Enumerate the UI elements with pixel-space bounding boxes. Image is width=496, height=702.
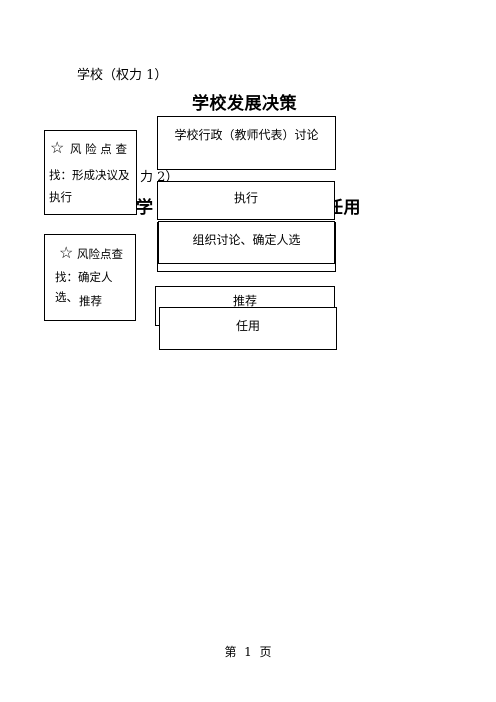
star-icon: ☆ — [59, 243, 74, 262]
risk-box-1-line2: 找：形成决议及 — [49, 168, 130, 182]
star-icon: ☆ — [50, 138, 65, 157]
section1-heading: 学校发展决策 — [192, 94, 297, 114]
flow-box-select-label: 组织讨论、确定人选 — [192, 233, 301, 247]
flow-box-discussion-label: 学校行政（教师代表）讨论 — [174, 128, 319, 142]
flow-box-select: 组织讨论、确定人选 — [158, 221, 335, 264]
flow-box-recommend-label: 推荐 — [232, 294, 257, 308]
flow-box-appoint-label: 任用 — [235, 319, 260, 333]
risk-box-2-line3: 推荐 — [79, 294, 102, 308]
risk-box-1: ☆ 风 险 点 查 找：形成决议及 执行 — [44, 130, 137, 215]
risk-box-2-line1: 风险点查 — [77, 247, 123, 261]
risk-box-1-line3: 执行 — [49, 190, 72, 204]
risk-box-2: ☆ 风险点查 找：确定人选、 推荐 — [44, 234, 136, 321]
flow-box-execute-label: 执行 — [233, 191, 258, 205]
risk-box-2-line1-row: ☆ 风险点查 — [59, 243, 123, 264]
section1-label: 学校（权力 1） — [77, 68, 168, 83]
flow-box-execute-frame: 执行 — [157, 181, 335, 220]
risk-box-1-line1: 风 险 点 查 — [70, 142, 127, 156]
section2-heading-left: 学 — [136, 198, 154, 218]
risk-box-2-line2: 找：确定人选、 — [55, 270, 113, 304]
flow-box-appoint: 任用 — [159, 307, 337, 350]
flow-box-discussion: 学校行政（教师代表）讨论 — [157, 116, 336, 170]
risk-box-1-line1-row: ☆ 风 险 点 查 — [50, 138, 127, 159]
page-number: 第 1 页 — [224, 645, 272, 659]
